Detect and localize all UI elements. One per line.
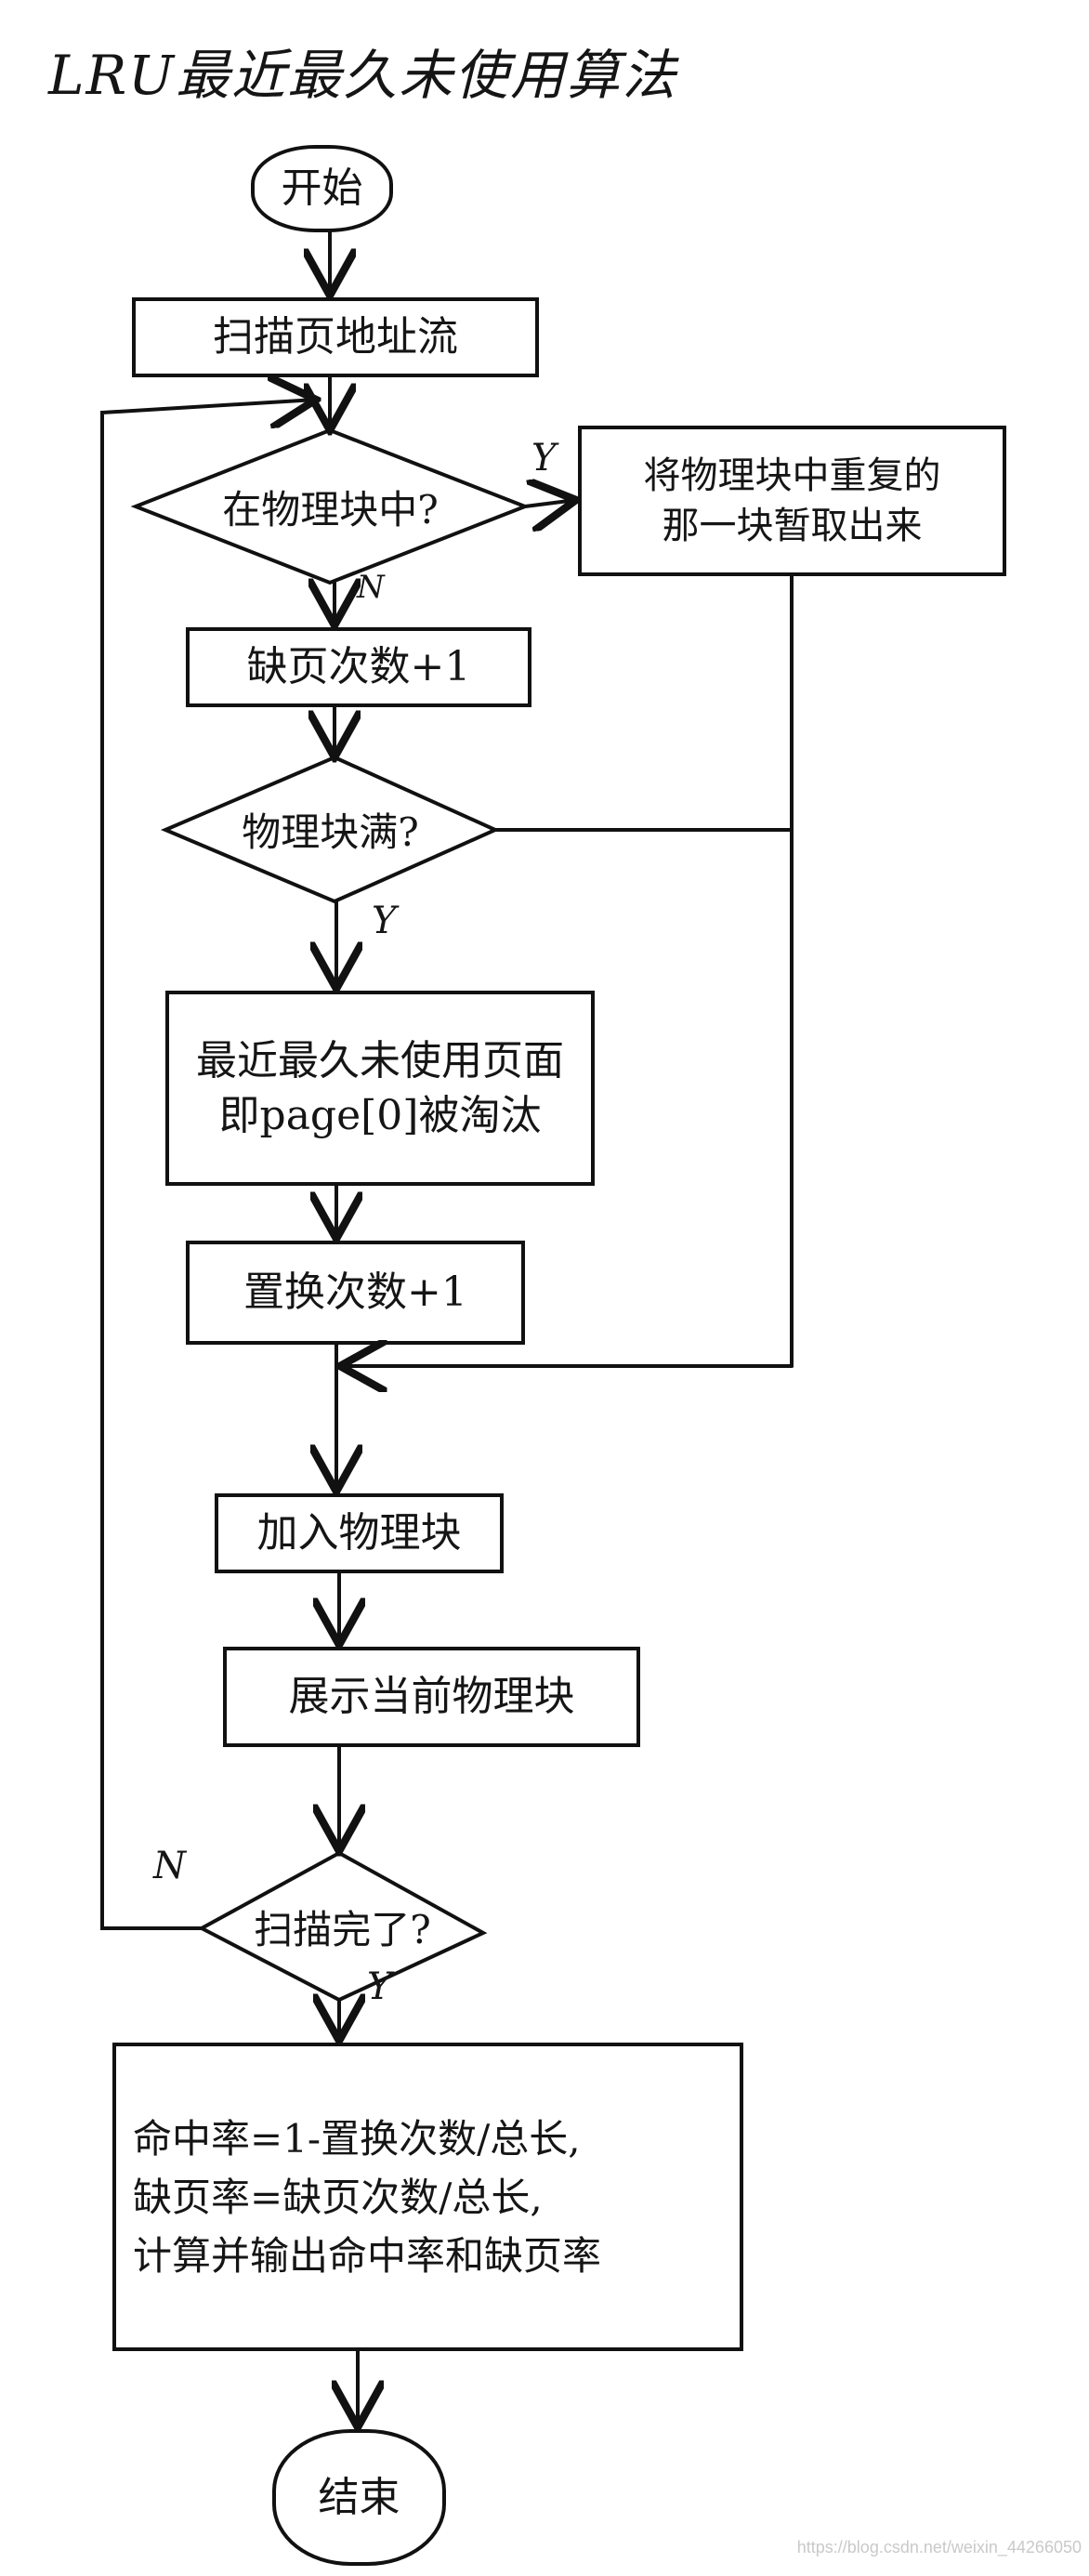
page-fault-box: 缺页次数+1 [186,627,531,707]
add-box: 加入物理块 [215,1493,504,1573]
done-decision: 扫描完了? [202,1853,483,2000]
result-line-2: 缺页率=缺页次数/总长, [133,2174,543,2220]
take-out-line-1: 将物理块中重复的 [643,454,941,497]
label-in-memory-yes: Y [531,437,557,480]
replace-box: 置换次数+1 [186,1241,525,1345]
result-line-1: 命中率=1-置换次数/总长, [133,2115,581,2162]
label-in-memory-no: N [357,569,385,606]
in-memory-decision: 在物理块中? [136,430,525,583]
watermark: https://blog.csdn.net/weixin_44266050 [796,2538,1082,2556]
result-line-3: 计算并输出命中率和缺页率 [133,2232,602,2279]
evict-box: 最近最久未使用页面 即page[0]被淘汰 [165,991,595,1186]
full-decision: 物理块满? [165,757,495,901]
full-label: 物理块满? [242,809,419,855]
label-done-yes: Y [367,1965,392,2008]
arrow-loop-back [100,400,316,1930]
in-memory-label: 在物理块中? [222,486,439,532]
show-box: 展示当前物理块 [223,1647,640,1747]
take-out-line-2: 那一块暂取出来 [662,505,923,547]
done-label: 扫描完了? [254,1906,431,1952]
scan-process-box: 扫描页地址流 [132,297,539,377]
evict-line-1: 最近最久未使用页面 [196,1036,564,1084]
diagram-title: LRU最近最久未使用算法 [48,44,678,107]
page-fault-label: 缺页次数+1 [246,643,471,691]
arrow-yes-takeout [523,500,576,506]
show-label: 展示当前物理块 [288,1673,575,1721]
start-label: 开始 [281,164,363,213]
add-label: 加入物理块 [256,1509,462,1557]
end-label: 结束 [318,2473,400,2521]
take-out-box: 将物理块中重复的 那一块暂取出来 [578,426,1006,576]
scan-label: 扫描页地址流 [213,313,458,361]
replace-label: 置换次数+1 [243,1268,467,1317]
label-done-no: N [153,1845,186,1887]
label-full-yes: Y [372,900,397,942]
result-box: 命中率=1-置换次数/总长, 缺页率=缺页次数/总长, 计算并输出命中率和缺页率 [112,2043,743,2351]
start-terminal: 开始 [251,145,393,232]
end-terminal: 结束 [272,2429,446,2566]
evict-line-2: 即page[0]被淘汰 [218,1092,542,1139]
